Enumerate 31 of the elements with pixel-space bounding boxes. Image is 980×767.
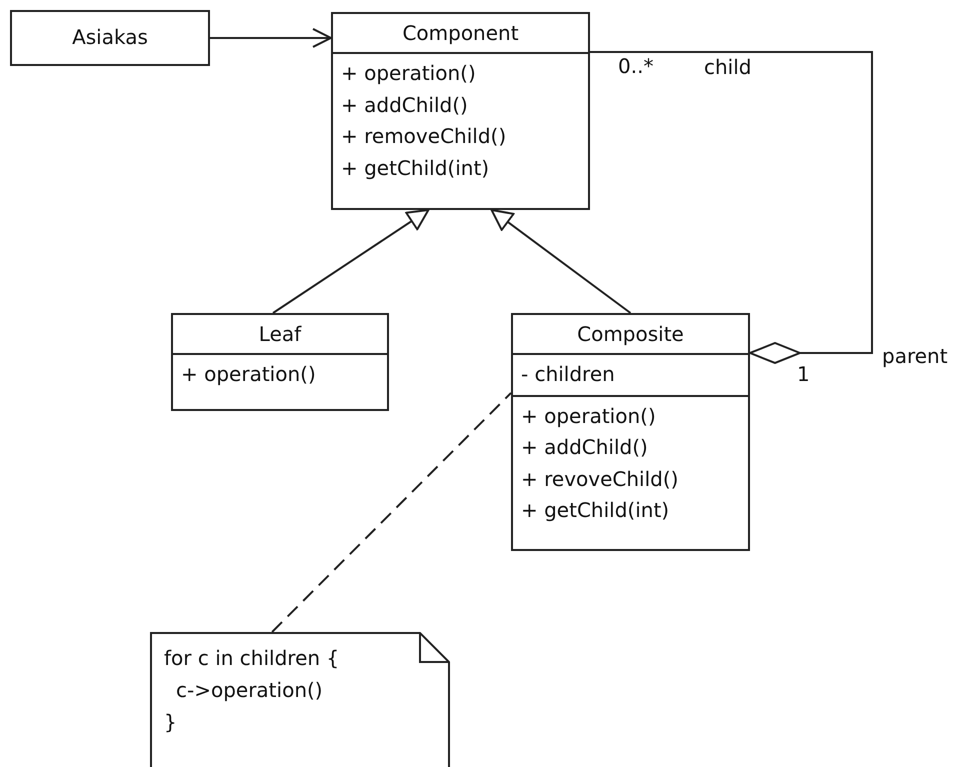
note-box: [150, 632, 450, 767]
actor-name: Asiakas: [72, 24, 148, 52]
actor-box: [10, 10, 210, 66]
aggregation-line: [590, 51, 873, 364]
code-line: for c in children {: [164, 645, 340, 672]
code-line: c->operation(): [175, 677, 323, 704]
method-text: + getChild(int): [341, 154, 490, 182]
method-text: + operation(): [341, 60, 476, 87]
multiplicity-label: 1: [797, 362, 810, 386]
inheritance-arrow: [490, 209, 632, 314]
dashed-connector: [271, 392, 512, 633]
attribute-text: - children: [521, 361, 615, 388]
method-text: + addChild(): [521, 434, 648, 461]
method-text: + revoveChild(): [521, 466, 678, 492]
method-text: + getChild(int): [521, 497, 670, 524]
method-text: + addChild(): [341, 92, 468, 118]
role-label: child: [704, 55, 752, 79]
arrow: [210, 28, 332, 48]
class-box: [171, 313, 389, 411]
method-text: + removeChild(): [341, 123, 506, 150]
class-box: [511, 313, 750, 551]
class-name: Component: [402, 21, 519, 45]
role-label: parent: [882, 344, 948, 368]
class-name: Leaf: [258, 322, 302, 346]
inheritance-arrow: [272, 209, 430, 314]
code-line: }: [164, 709, 177, 736]
method-text: + operation(): [521, 402, 656, 430]
class-name: Composite: [577, 322, 684, 346]
multiplicity-label: 0..*: [618, 54, 654, 78]
method-text: + operation(): [181, 361, 316, 388]
class-box: [331, 12, 590, 210]
